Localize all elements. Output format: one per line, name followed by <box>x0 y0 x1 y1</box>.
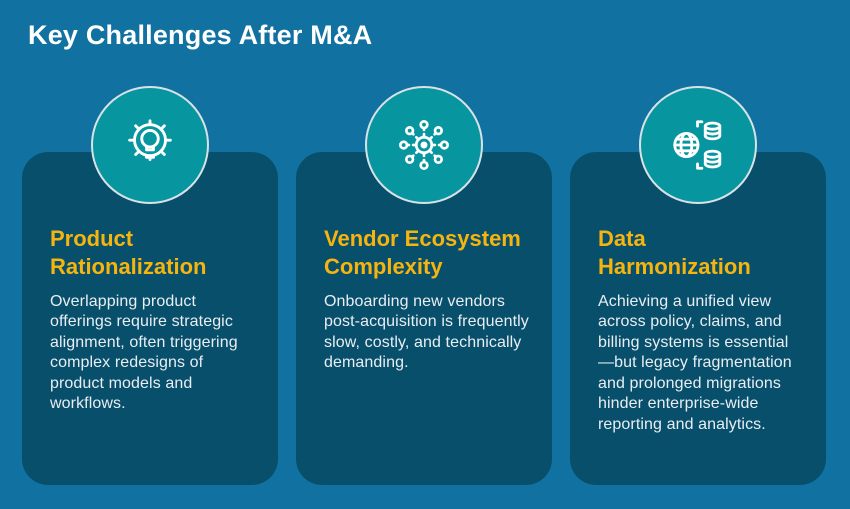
card-title: Data Harmonization <box>598 226 751 279</box>
card-body: Overlapping product offerings require st… <box>50 293 238 413</box>
card-icon-circle <box>91 86 209 204</box>
page-title: Key Challenges After M&A <box>28 20 373 50</box>
network-hub-icon <box>393 114 455 176</box>
globe-database-icon <box>667 114 729 176</box>
card-title: Vendor Ecosystem Complexity <box>324 226 521 279</box>
card-title: Product Rationalization <box>50 226 207 279</box>
card-vendor-ecosystem-complexity: Vendor Ecosystem Complexity Onboarding n… <box>296 86 552 485</box>
card-body: Onboarding new vendors post-acquisition … <box>324 293 529 372</box>
card-data-harmonization: Data Harmonization Achieving a unified v… <box>570 86 826 485</box>
cards-row: Product Rationalization Overlapping prod… <box>22 86 826 485</box>
card-body: Achieving a unified view across policy, … <box>598 293 792 433</box>
card-icon-circle <box>639 86 757 204</box>
card-product-rationalization: Product Rationalization Overlapping prod… <box>22 86 278 485</box>
gear-lightbulb-icon <box>119 114 181 176</box>
card-icon-circle <box>365 86 483 204</box>
